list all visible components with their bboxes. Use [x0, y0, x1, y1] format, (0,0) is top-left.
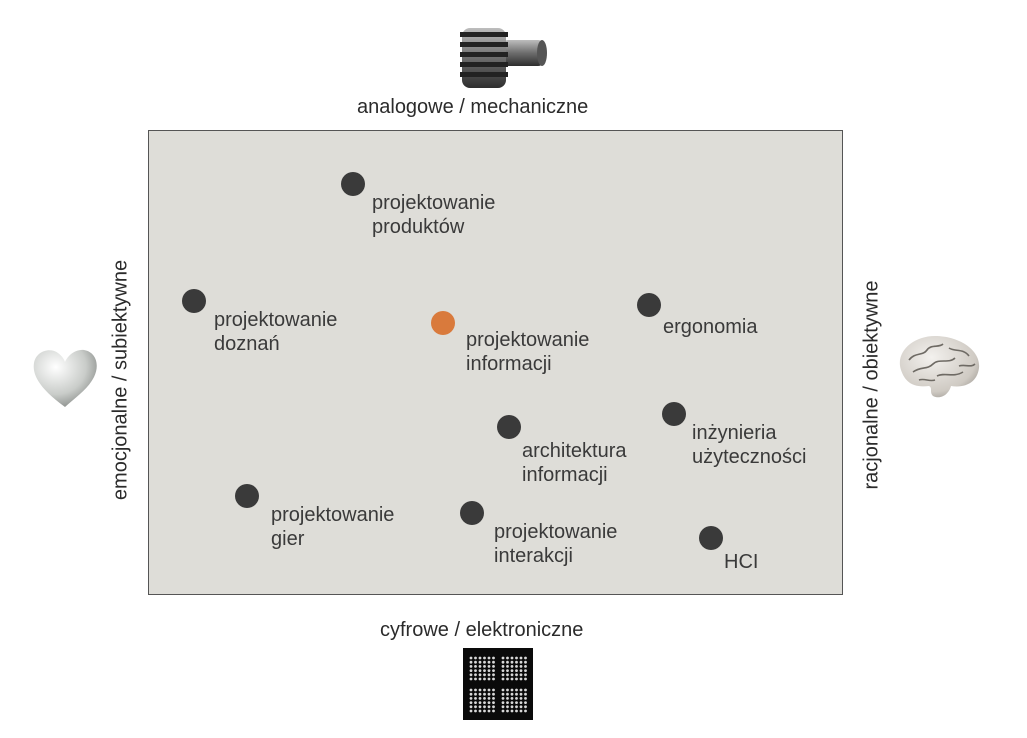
axis-label-right: racjonalne / obiektywne — [860, 280, 883, 490]
heart-icon — [33, 349, 97, 407]
point-dot-3 — [637, 293, 661, 317]
axis-label-top: analogowe / mechaniczne — [357, 96, 589, 118]
brain-icon — [899, 336, 980, 398]
point-label-3: ergonomia — [663, 316, 758, 338]
axis-label-left: emocjonalne / subiektywne — [109, 259, 132, 501]
point-dot-0 — [341, 172, 365, 196]
point-dot-4 — [497, 415, 521, 439]
axis-label-bottom: cyfrowe / elektroniczne — [380, 619, 584, 641]
led-matrix-icon — [463, 648, 533, 720]
point-dot-8 — [699, 526, 723, 550]
gear-icon — [460, 28, 547, 88]
point-label-8: HCI — [724, 551, 759, 573]
point-dot-6 — [235, 484, 259, 508]
point-dot-5 — [662, 402, 686, 426]
point-dot-2 — [431, 311, 455, 335]
point-dot-1 — [182, 289, 206, 313]
diagram-field — [148, 130, 843, 595]
point-dot-7 — [460, 501, 484, 525]
